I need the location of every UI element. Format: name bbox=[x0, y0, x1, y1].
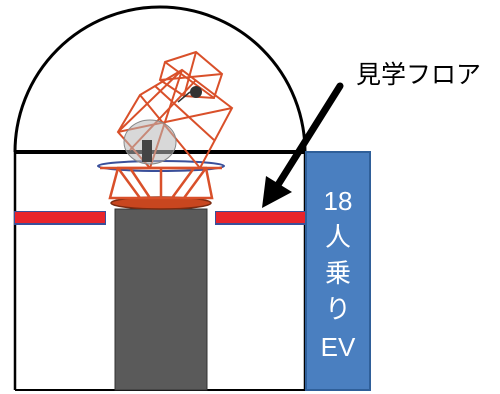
elevator-label: 18 人 乗 り EV bbox=[321, 186, 356, 362]
observation-floor-right bbox=[216, 212, 306, 223]
telescope-pier bbox=[114, 208, 208, 391]
telescope-icon bbox=[97, 50, 234, 210]
elevator-label-line-3: 乗 bbox=[325, 258, 351, 288]
elevator-label-line-4: り bbox=[325, 294, 351, 324]
arrow-pointer-icon bbox=[262, 82, 344, 208]
elevator-label-line-5: EV bbox=[321, 332, 356, 362]
elevator-label-line-2: 人 bbox=[325, 222, 351, 252]
dome-outline bbox=[13, 5, 307, 153]
elevator-label-line-1: 18 bbox=[324, 186, 353, 216]
observation-floor-label: 見学フロア bbox=[356, 61, 481, 89]
observation-floor-left bbox=[15, 212, 105, 223]
elevator-shaft bbox=[305, 151, 371, 391]
